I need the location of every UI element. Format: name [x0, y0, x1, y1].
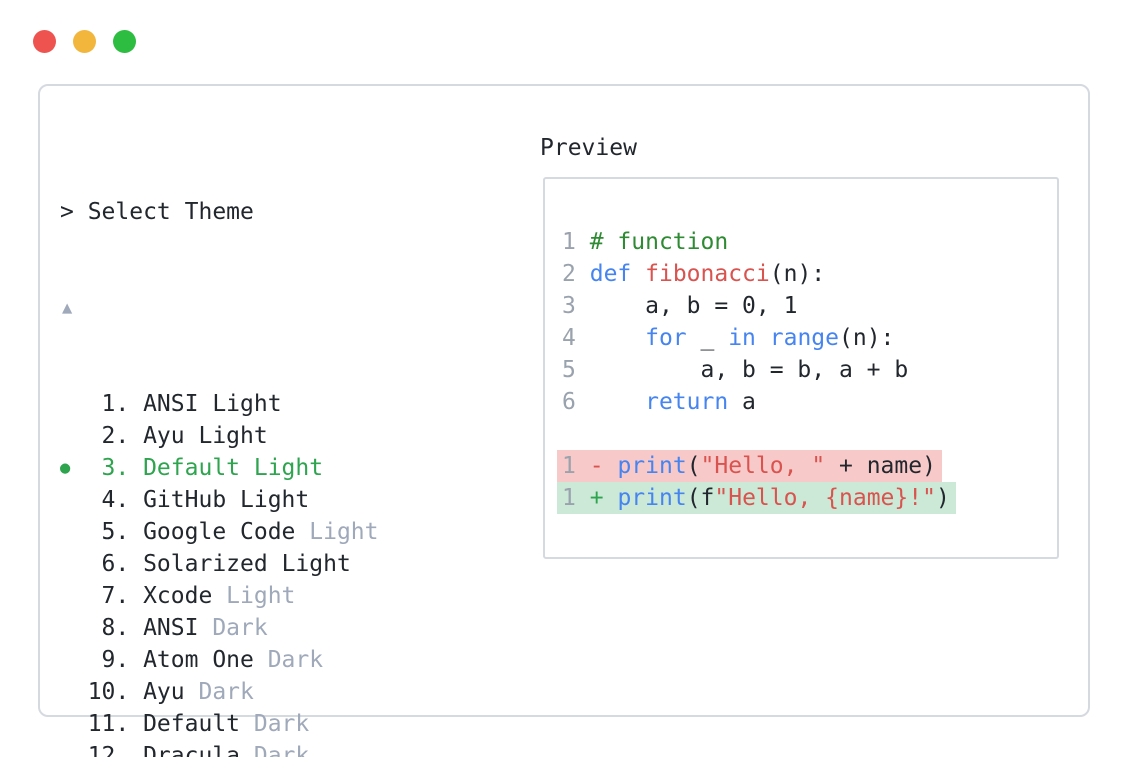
- theme-option[interactable]: 12. Dracula Dark: [60, 740, 877, 757]
- theme-option[interactable]: 8. ANSI Dark: [60, 612, 877, 644]
- theme-option-label: Default Dark: [143, 711, 310, 737]
- theme-option-number: 9.: [101, 647, 130, 673]
- theme-option-number: 1.: [101, 391, 130, 417]
- theme-selector-column: > Select Theme ▲ 1. ANSI Light 2. Ayu Li…: [60, 132, 877, 757]
- theme-option-number: 5.: [101, 519, 130, 545]
- theme-option-label: Atom One Dark: [143, 647, 324, 673]
- theme-option[interactable]: 4. GitHub Light: [60, 484, 877, 516]
- line-number: 1: [562, 453, 576, 479]
- theme-option-label: Xcode Light: [143, 583, 296, 609]
- line-number: 2: [562, 261, 576, 287]
- theme-option-number: 6.: [101, 551, 130, 577]
- code-line: 6 return a: [562, 389, 756, 415]
- code-line: 4 for _ in range(n):: [562, 325, 895, 351]
- theme-option-label: GitHub Light: [143, 487, 310, 513]
- theme-option-label: ANSI Dark: [143, 615, 268, 641]
- theme-option-label: Google Code Light: [143, 519, 379, 545]
- theme-option[interactable]: 10. Ayu Dark: [60, 676, 877, 708]
- bullet-spacer: [60, 580, 74, 612]
- bullet-spacer: [60, 644, 74, 676]
- line-number: 5: [562, 357, 576, 383]
- theme-option[interactable]: 7. Xcode Light: [60, 580, 877, 612]
- theme-option-label: Dracula Dark: [143, 743, 310, 757]
- theme-option[interactable]: 11. Default Dark: [60, 708, 877, 740]
- diff-line-add: 1 + print(f"Hello, {name}!"): [557, 482, 1057, 514]
- diff-highlight-add: 1 + print(f"Hello, {name}!"): [557, 482, 956, 514]
- theme-option[interactable]: 9. Atom One Dark: [60, 644, 877, 676]
- close-window-icon[interactable]: [33, 30, 56, 53]
- selected-bullet-icon: ●: [60, 458, 71, 478]
- theme-option-number: 10.: [87, 679, 130, 705]
- bullet-spacer: [60, 548, 74, 580]
- line-number: 1: [562, 485, 576, 511]
- bullet-spacer: [60, 388, 74, 420]
- bullet-spacer: [60, 740, 74, 757]
- theme-option-number: 11.: [87, 711, 130, 737]
- theme-option[interactable]: 6. Solarized Light: [60, 548, 877, 580]
- preview-title: Preview: [540, 135, 637, 161]
- theme-option[interactable]: 5. Google Code Light: [60, 516, 877, 548]
- theme-option[interactable]: 1. ANSI Light: [60, 388, 877, 420]
- diff-line-del: 1 - print("Hello, " + name): [557, 450, 1057, 482]
- theme-option-number: 3.: [101, 455, 130, 481]
- theme-option-label: Ayu Dark: [143, 679, 254, 705]
- line-number: 1: [562, 229, 576, 255]
- theme-list: 1. ANSI Light 2. Ayu Light ● 3. Default Li…: [60, 388, 877, 757]
- bullet-spacer: [60, 420, 74, 452]
- theme-option-number: 7.: [101, 583, 130, 609]
- code-line: 5 a, b = b, a + b: [562, 357, 909, 383]
- theme-option-number: 4.: [101, 487, 130, 513]
- preview-box: 1 # function 2 def fibonacci(n): 3 a, b = …: [543, 177, 1059, 559]
- theme-option-label: ANSI Light: [143, 391, 282, 417]
- theme-selector-panel: > Select Theme ▲ 1. ANSI Light 2. Ayu Li…: [38, 84, 1090, 757]
- theme-option-number: 12.: [87, 743, 130, 757]
- line-number: 4: [562, 325, 576, 351]
- theme-option-number: 8.: [101, 615, 130, 641]
- bullet-spacer: [60, 612, 74, 644]
- diff-sign-add: +: [589, 485, 604, 511]
- bullet-spacer: [60, 516, 74, 548]
- diff-highlight-del: 1 - print("Hello, " + name): [557, 450, 942, 482]
- code-line: 2 def fibonacci(n):: [562, 261, 826, 287]
- select-theme-prompt: > Select Theme: [60, 199, 254, 225]
- code-line: 3 a, b = 0, 1: [562, 293, 798, 319]
- line-number: 3: [562, 293, 576, 319]
- theme-option[interactable]: ● 3. Default Light: [60, 452, 877, 484]
- theme-option-label: Default Light: [143, 455, 324, 481]
- scroll-up-icon[interactable]: ▲: [62, 298, 73, 318]
- theme-option-number: 2.: [101, 423, 130, 449]
- code-preview: 1 # function 2 def fibonacci(n): 3 a, b = …: [545, 179, 1057, 514]
- bullet-spacer: [60, 676, 74, 708]
- theme-option-label: Ayu Light: [143, 423, 268, 449]
- line-number: 6: [562, 389, 576, 415]
- bullet-spacer: [60, 708, 74, 740]
- blank-line: [562, 418, 1057, 450]
- theme-option[interactable]: 2. Ayu Light: [60, 420, 877, 452]
- code-line: 1 # function: [562, 229, 729, 255]
- window-controls: [33, 30, 136, 53]
- zoom-window-icon[interactable]: [113, 30, 136, 53]
- bullet-spacer: [60, 484, 74, 516]
- minimize-window-icon[interactable]: [73, 30, 96, 53]
- theme-option-label: Solarized Light: [143, 551, 351, 577]
- diff-sign-del: -: [589, 453, 604, 479]
